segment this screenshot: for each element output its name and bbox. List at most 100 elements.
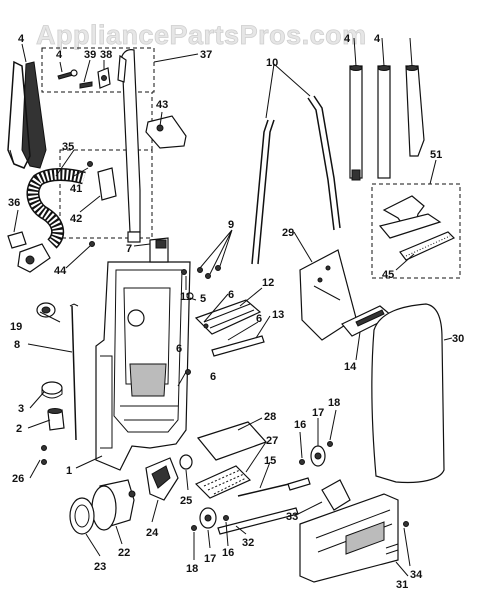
callout-13: 13: [272, 309, 284, 321]
screws-9[interactable]: [197, 265, 221, 279]
cord-hook-43[interactable]: [145, 115, 187, 149]
hose-cuff-36[interactable]: [7, 231, 27, 249]
callout-35: 35: [62, 141, 74, 153]
callout-27: 27: [266, 435, 278, 447]
callout-17-lower: 17: [204, 553, 216, 565]
handle-assembly[interactable]: [41, 47, 155, 243]
callout-38: 38: [100, 49, 112, 61]
wheel-17-lower[interactable]: [199, 507, 217, 529]
callout-9: 9: [228, 219, 234, 231]
handle-screw-39[interactable]: [57, 69, 93, 89]
washer-16-lower[interactable]: [223, 515, 229, 521]
washer-5[interactable]: [186, 292, 194, 300]
base-31[interactable]: [299, 493, 399, 583]
callout-40: 4: [56, 49, 63, 61]
screw-18-lower[interactable]: [191, 525, 197, 531]
crevice-tool[interactable]: [405, 65, 425, 157]
washer-16-upper[interactable]: [299, 459, 305, 465]
callout-36: 36: [8, 197, 20, 209]
callout-31: 31: [396, 579, 408, 591]
callout-45: 45: [382, 269, 394, 281]
handle-clip-38[interactable]: [97, 67, 111, 89]
screw-34[interactable]: [403, 521, 409, 527]
rod-13[interactable]: [211, 335, 265, 357]
callout-29: 29: [282, 227, 294, 239]
filter-28[interactable]: [196, 421, 268, 461]
wand-10-right[interactable]: [307, 95, 341, 231]
callout-16-lower: 16: [222, 547, 234, 559]
callout-6-c: 6: [176, 343, 182, 355]
callout-10: 10: [266, 57, 278, 69]
callout-2: 2: [16, 423, 22, 435]
callout-33: 33: [286, 511, 298, 523]
callout-44: 44: [54, 265, 67, 277]
callout-6-d: 6: [210, 371, 216, 383]
screw-6-bottom[interactable]: [185, 369, 191, 375]
leader-lines: [13, 37, 453, 577]
screw-44[interactable]: [89, 241, 95, 247]
callout-19: 19: [10, 321, 22, 333]
axle-15[interactable]: [237, 477, 311, 497]
screw-11[interactable]: [181, 269, 187, 275]
extension-tube-left[interactable]: [349, 65, 363, 181]
callout-24: 24: [146, 527, 159, 539]
callout-4-tube-left: 4: [344, 33, 351, 45]
callout-42: 42: [70, 213, 82, 225]
screw-18-upper[interactable]: [327, 441, 333, 447]
callout-22: 22: [118, 547, 130, 559]
callout-17-upper: 17: [312, 407, 324, 419]
callout-18-upper: 18: [328, 397, 340, 409]
callout-41: 41: [70, 183, 82, 195]
callout-8: 8: [14, 339, 20, 351]
dusting-brush-45[interactable]: [399, 231, 456, 261]
site-watermark: AppliancePartsPros.com: [36, 20, 367, 50]
clamp-3[interactable]: [41, 381, 63, 399]
bag-door-29[interactable]: [299, 249, 357, 341]
callout-labels: 4 4 39 38 37 43 35 41 42 36 44 7 9 11 5 …: [8, 33, 464, 591]
callout-6-a: 6: [228, 289, 234, 301]
suction-hose[interactable]: [17, 168, 86, 273]
callout-37: 37: [200, 49, 212, 61]
attachment-kit-51[interactable]: [371, 183, 461, 279]
callout-6-b: 6: [256, 313, 262, 325]
fan-23[interactable]: [69, 497, 95, 535]
bag-cover-30[interactable]: [371, 303, 445, 484]
callout-12: 12: [262, 277, 274, 289]
callout-14: 14: [344, 361, 357, 373]
callout-11: 11: [180, 291, 192, 303]
filter-19[interactable]: [36, 302, 56, 318]
callout-43: 43: [156, 99, 168, 111]
callout-15: 15: [264, 455, 276, 467]
washer-25[interactable]: [179, 454, 193, 470]
callout-34: 34: [410, 569, 423, 581]
bracket-12[interactable]: [194, 299, 262, 335]
drive-belt[interactable]: [7, 60, 47, 169]
callout-51: 51: [430, 149, 442, 161]
callout-1: 1: [66, 465, 72, 477]
callout-25: 25: [180, 495, 192, 507]
callout-4-belt: 4: [18, 33, 25, 45]
power-cord-8[interactable]: [69, 303, 79, 441]
callout-39: 39: [84, 49, 96, 61]
callout-4-tube-middle: 4: [374, 33, 381, 45]
callout-7: 7: [126, 243, 132, 255]
callout-18-lower: 18: [186, 563, 198, 575]
callout-30: 30: [452, 333, 464, 345]
grille-27[interactable]: [194, 465, 252, 499]
callout-16-upper: 16: [294, 419, 306, 431]
hose-clip-42[interactable]: [87, 161, 117, 201]
screws-26[interactable]: [41, 445, 47, 465]
callout-3: 3: [18, 403, 24, 415]
motor-22[interactable]: [91, 479, 136, 531]
panel-33[interactable]: [321, 479, 351, 511]
callout-26: 26: [12, 473, 24, 485]
wand-10-left[interactable]: [251, 119, 275, 265]
nozzle-connector-24[interactable]: [145, 457, 179, 501]
callout-5: 5: [200, 293, 206, 305]
wheel-17-upper[interactable]: [310, 445, 326, 467]
extension-tube-middle[interactable]: [377, 65, 391, 179]
fitting-2[interactable]: [47, 408, 65, 431]
callout-28: 28: [264, 411, 276, 423]
callout-32: 32: [242, 537, 254, 549]
